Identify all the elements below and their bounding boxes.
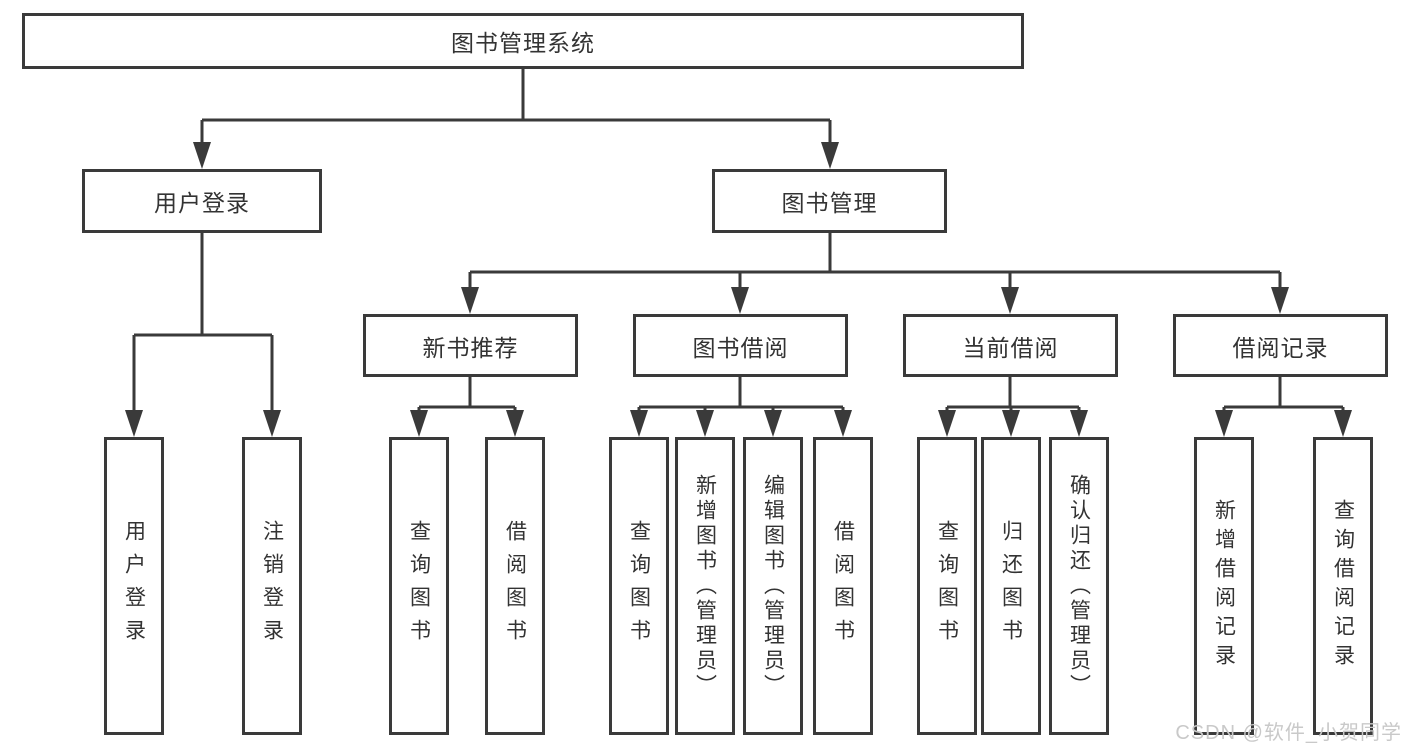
node-label: 查询图书: [935, 520, 959, 652]
arrow-down-icon: [731, 287, 749, 314]
node-label: 图书管理系统: [451, 30, 595, 56]
leaf-edit-books-admin: 编辑图书（管理员）: [743, 437, 803, 735]
edge-records-to-leaves: [1222, 377, 1345, 413]
arrow-down-icon: [263, 410, 281, 437]
node-root-system: 图书管理系统: [22, 13, 1024, 69]
node-label: 用户登录: [122, 520, 146, 652]
node-label: 新增借阅记录: [1212, 499, 1236, 673]
edge-newbook-to-leaves: [417, 377, 517, 413]
leaf-query-books-recommend: 查询图书: [389, 437, 449, 735]
leaf-logout: 注销登录: [242, 437, 302, 735]
arrow-down-icon: [125, 410, 143, 437]
leaf-query-books-current: 查询图书: [917, 437, 977, 735]
node-label: 查询借阅记录: [1331, 499, 1355, 673]
arrow-down-icon: [506, 410, 524, 437]
arrow-down-icon: [1002, 410, 1020, 437]
arrow-down-icon: [1215, 410, 1233, 437]
leaf-query-books-borrow: 查询图书: [609, 437, 669, 735]
arrow-down-icon: [193, 142, 211, 169]
node-label: 编辑图书（管理员）: [761, 473, 785, 699]
node-label: 借阅记录: [1232, 334, 1329, 361]
leaf-borrow-books-recommend: 借阅图书: [485, 437, 545, 735]
edge-userlogin-to-leaves: [132, 233, 274, 413]
arrow-down-icon: [821, 142, 839, 169]
arrow-down-icon: [834, 410, 852, 437]
node-label: 借阅图书: [503, 520, 527, 652]
edge-root-to-level2: [200, 69, 832, 146]
node-label: 查询图书: [627, 520, 651, 652]
node-label: 当前借阅: [962, 334, 1059, 361]
leaf-query-borrow-record: 查询借阅记录: [1313, 437, 1373, 735]
arrow-down-icon: [410, 410, 428, 437]
arrowheads: [125, 142, 1352, 437]
leaf-user-login: 用户登录: [104, 437, 164, 735]
arrow-down-icon: [1271, 287, 1289, 314]
arrow-down-icon: [1001, 287, 1019, 314]
arrow-down-icon: [696, 410, 714, 437]
node-label: 查询图书: [407, 520, 431, 652]
node-borrow-records: 借阅记录: [1173, 314, 1388, 377]
edge-current-to-leaves: [945, 377, 1081, 413]
node-book-management: 图书管理: [712, 169, 947, 233]
leaf-borrow-books: 借阅图书: [813, 437, 873, 735]
edge-bookmgmt-to-level3: [468, 233, 1282, 291]
arrow-down-icon: [461, 287, 479, 314]
node-label: 注销登录: [260, 520, 284, 652]
node-new-book-recommend: 新书推荐: [363, 314, 578, 377]
node-label: 确认归还（管理员）: [1067, 473, 1091, 699]
node-label: 借阅图书: [831, 520, 855, 652]
node-book-borrow: 图书借阅: [633, 314, 848, 377]
node-user-login: 用户登录: [82, 169, 322, 233]
leaf-add-borrow-record: 新增借阅记录: [1194, 437, 1254, 735]
node-current-borrow: 当前借阅: [903, 314, 1118, 377]
arrow-down-icon: [630, 410, 648, 437]
watermark: CSDN @软件_小贺同学: [1175, 722, 1402, 744]
leaf-confirm-return-admin: 确认归还（管理员）: [1049, 437, 1109, 735]
node-label: 新增图书（管理员）: [693, 473, 717, 699]
node-label: 新书推荐: [422, 334, 519, 361]
leaf-add-books-admin: 新增图书（管理员）: [675, 437, 735, 735]
arrow-down-icon: [764, 410, 782, 437]
edge-borrow-to-leaves: [637, 377, 845, 413]
leaf-return-books: 归还图书: [981, 437, 1041, 735]
arrow-down-icon: [938, 410, 956, 437]
node-label: 用户登录: [154, 190, 250, 216]
arrow-down-icon: [1070, 410, 1088, 437]
arrow-down-icon: [1334, 410, 1352, 437]
node-label: 图书管理: [781, 190, 878, 216]
node-label: 图书借阅: [692, 334, 789, 361]
node-label: 归还图书: [999, 520, 1023, 652]
